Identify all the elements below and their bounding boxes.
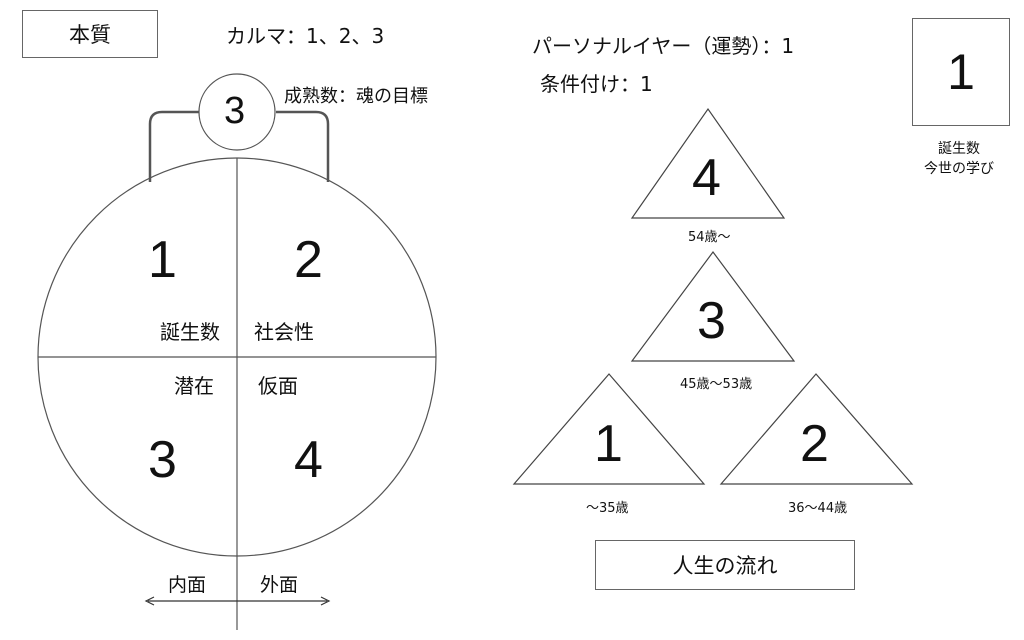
maturity-number: 3 xyxy=(224,90,246,132)
arrow-left-head xyxy=(144,596,155,606)
triangle-3-age: 〜35歳 xyxy=(586,501,629,516)
axis-inner-label: 内面 xyxy=(168,574,207,596)
triangle-2-number: 3 xyxy=(697,292,726,350)
triangle-2-age: 45歳〜53歳 xyxy=(680,377,753,392)
triangle-3-number: 1 xyxy=(594,415,623,473)
triangle-1-number: 4 xyxy=(692,149,721,207)
maturity-label: 成熟数：魂の目標 xyxy=(284,86,428,107)
triangle-age-54 xyxy=(630,107,786,219)
triangle-4-number: 2 xyxy=(800,415,829,473)
quadrant-3-label: 潜在 xyxy=(174,374,214,398)
birth-number: 1 xyxy=(947,44,975,100)
triangle-1-age: 54歳〜 xyxy=(688,230,731,245)
karma-label: カルマ：1、2、3 xyxy=(226,24,385,48)
life-flow-box: 人生の流れ xyxy=(595,540,855,590)
life-flow-title: 人生の流れ xyxy=(672,554,778,578)
bracket-left xyxy=(148,110,200,182)
bracket-right xyxy=(276,110,330,182)
essence-title: 本質 xyxy=(69,23,111,47)
triangle-age-45-53 xyxy=(630,250,796,362)
axis-outer-label: 外面 xyxy=(260,574,299,596)
triangle-age-35 xyxy=(512,373,706,485)
quadrant-3-number: 3 xyxy=(148,431,177,489)
birth-number-label: 誕生数 xyxy=(938,141,980,157)
quadrant-4-label: 仮面 xyxy=(258,374,298,398)
quadrant-1-number: 1 xyxy=(148,231,177,289)
birth-number-sublabel: 今世の学び xyxy=(924,161,994,177)
birth-number-box: 1 xyxy=(912,18,1010,126)
triangle-age-36-44 xyxy=(719,373,914,485)
triangle-4-age: 36〜44歳 xyxy=(788,501,848,516)
quadrant-2-number: 2 xyxy=(294,231,323,289)
quadrant-4-number: 4 xyxy=(294,431,323,489)
conditioning-label: 条件付け：1 xyxy=(540,72,653,96)
quadrant-1-label: 誕生数 xyxy=(160,320,220,344)
personal-year-label: パーソナルイヤー（運勢）：1 xyxy=(532,34,795,58)
essence-title-box: 本質 xyxy=(22,10,158,58)
maturity-circle xyxy=(198,73,276,151)
arrow-right-head xyxy=(320,596,331,606)
quadrant-2-label: 社会性 xyxy=(254,320,314,344)
